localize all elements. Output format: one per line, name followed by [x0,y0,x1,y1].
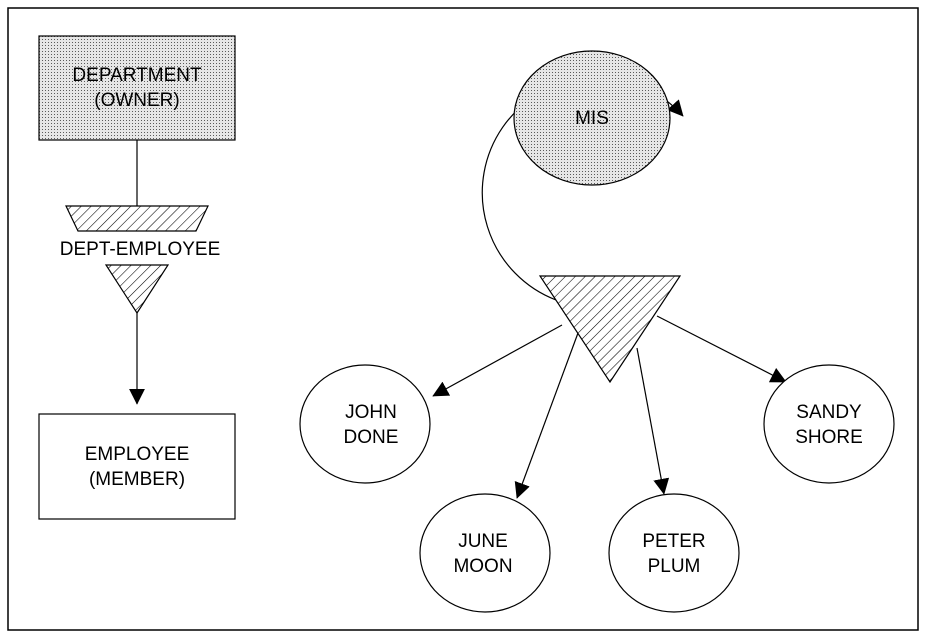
set-name-label: DEPT-EMPLOYEE [60,239,221,260]
member-peter-line2: PLUM [648,556,701,577]
member-box-line2: (MEMBER) [89,469,185,490]
owner-box-line2: (OWNER) [94,90,179,111]
member-sandy-line1: SANDY [796,402,862,423]
instance-diagram: MIS JOHN DONE JUNE MOON PETER PLUM SANDY… [299,50,895,613]
owner-record-mis [513,50,671,186]
member-john-line1: JOHN [345,402,397,423]
member-record-peter-plum [608,493,740,613]
member-june-line1: JUNE [458,531,508,552]
member-record-john-done [299,364,431,484]
owner-box [38,35,236,141]
owner-record-label: MIS [575,108,609,129]
member-record-sandy-shore [763,364,895,484]
member-box [38,413,236,520]
arrow-to-peter-plum [636,347,670,495]
member-box-line1: EMPLOYEE [85,444,190,465]
owner-box-line1: DEPARTMENT [72,65,202,86]
set-triangle-top [65,205,209,232]
member-john-line2: DONE [344,427,399,448]
set-occurrence-triangle [538,275,682,384]
set-triangle-bottom [104,264,170,315]
member-peter-line1: PETER [642,531,705,552]
arrow-to-sandy-shore [656,315,787,383]
arrow-to-june-moon [514,332,579,499]
schema-diagram: DEPARTMENT (OWNER) DEPT-EMPLOYEE EMPLOYE… [38,35,236,520]
member-record-june-moon [419,493,551,613]
diagram-frame [7,7,919,631]
member-june-line2: MOON [453,556,512,577]
arrow-to-john-done [432,324,563,397]
member-sandy-line2: SHORE [795,427,863,448]
